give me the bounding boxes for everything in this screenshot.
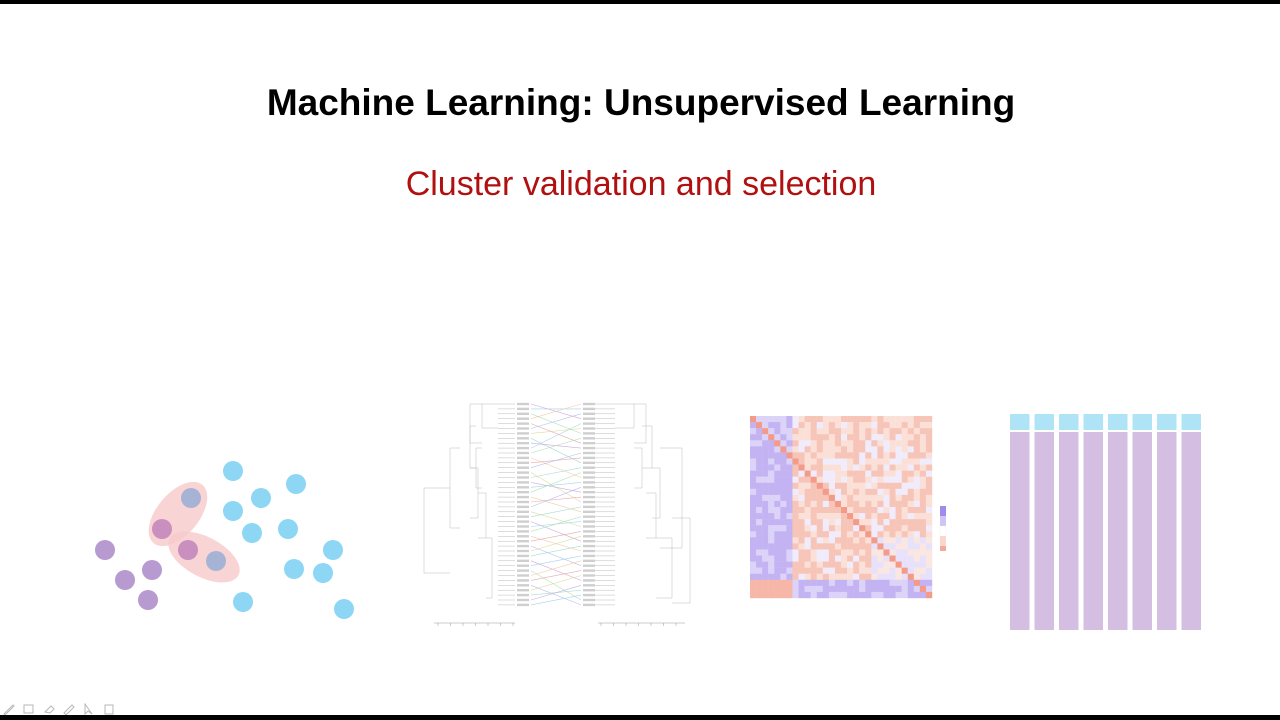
- tanglegram-lines: [423, 402, 691, 626]
- eraser-icon[interactable]: [42, 703, 56, 715]
- clipboard-icon[interactable]: [102, 703, 116, 715]
- stacked-bar-figure: [1010, 414, 1201, 630]
- pen-icon[interactable]: [2, 703, 16, 715]
- bottom-border: [0, 715, 1280, 720]
- heatmap-legend: [939, 506, 947, 551]
- pointer-icon[interactable]: [82, 703, 96, 715]
- highlighter-icon[interactable]: [22, 703, 36, 715]
- presentation-toolbar: [0, 702, 132, 716]
- heatmap-cells: [750, 416, 933, 599]
- laser-icon[interactable]: [62, 703, 76, 715]
- cluster-scatter-figure: [95, 461, 354, 619]
- stacked-bars: [1010, 414, 1201, 630]
- top-border: [0, 0, 1280, 4]
- heatmap-figure: [750, 416, 947, 599]
- cluster-points-blue: [181, 461, 354, 619]
- slide-subtitle: Cluster validation and selection: [405, 165, 877, 203]
- tanglegram-figure: [423, 402, 691, 626]
- slide-title: Machine Learning: Unsupervised Learning: [266, 82, 1016, 123]
- cluster-points-purple: [95, 519, 198, 610]
